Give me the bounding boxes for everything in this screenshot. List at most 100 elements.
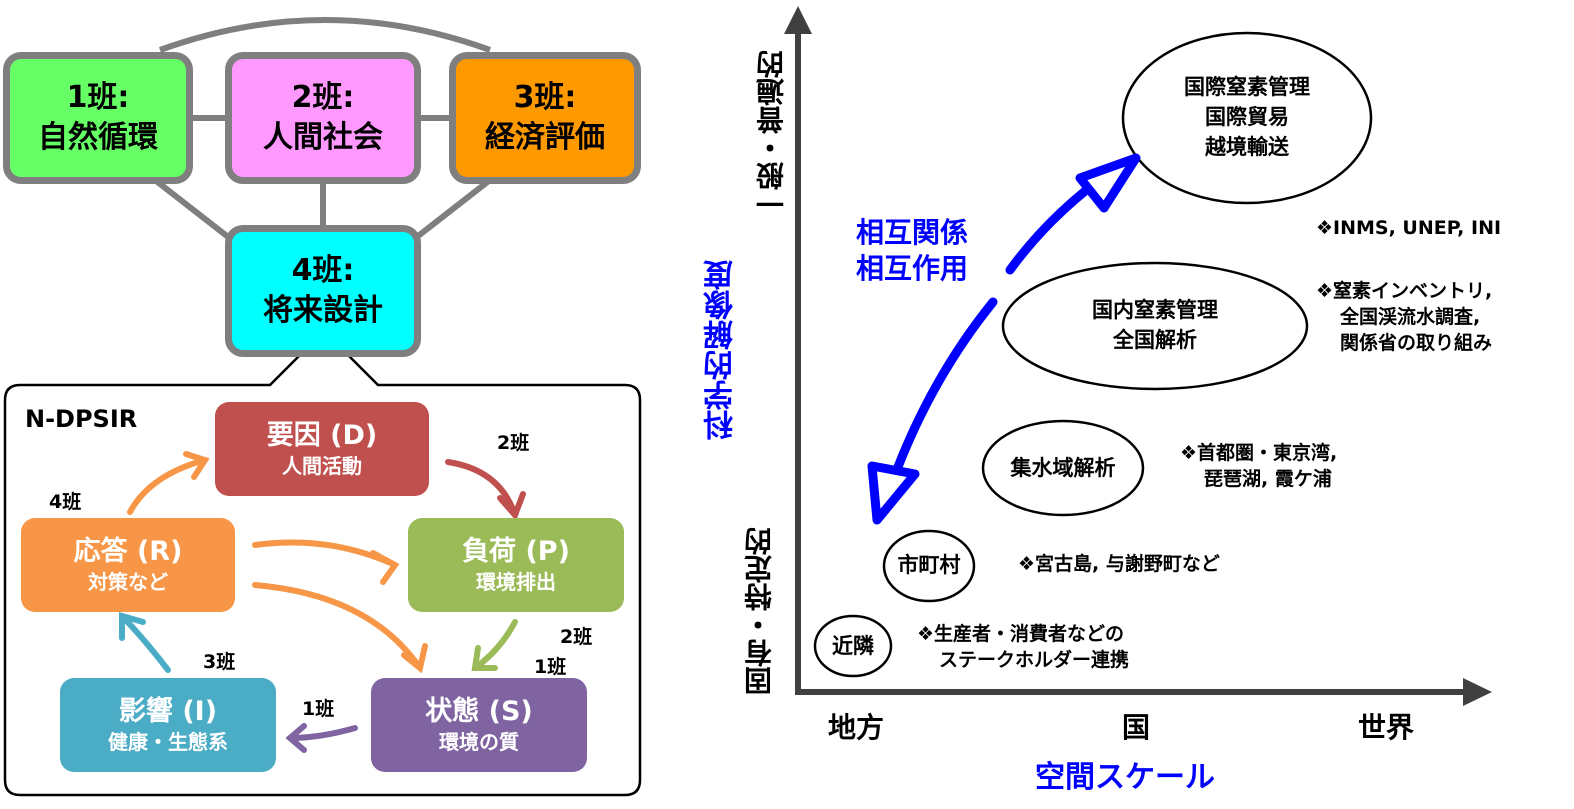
interaction-arrow — [867, 153, 1141, 525]
pressure-title: 負荷 (P) — [462, 536, 570, 567]
ellipse-text-international: 国際窒素管理 国際貿易 越境輸送 — [1147, 72, 1347, 162]
note-international: ❖INMS, UNEP, INI — [1316, 215, 1501, 241]
arrow-p-to-s-head — [471, 645, 498, 671]
interaction-label-line1: 相互関係 — [856, 216, 969, 249]
impact-subtitle: 健康・生態系 — [108, 730, 228, 754]
team-1-number: 1班: — [66, 80, 130, 115]
ellipse-municipal — [882, 529, 976, 603]
note-watershed-line2: 琵琶湖, 霞ケ浦 — [1204, 468, 1332, 490]
note-national-line3: 関係省の取り組み — [1340, 332, 1493, 354]
pressure-subtitle: 環境排出 — [476, 570, 556, 594]
note-national: ❖窒素インベントリ, 全国渓流水調査, 関係省の取り組み — [1316, 278, 1492, 356]
ellipse-neighborhood — [813, 614, 893, 678]
ellipse-municipal-line1: 市町村 — [897, 553, 961, 577]
arrow-d-to-p — [445, 459, 518, 518]
interaction-label: 相互関係 相互作用 — [856, 215, 968, 287]
x-tick-world: 世界 — [1358, 711, 1415, 744]
note-watershed: ❖首都圏・東京湾, 琵琶湖, 霞ケ浦 — [1180, 440, 1337, 492]
dpsir-box-driver: 要因 (D) 人間活動 — [215, 402, 429, 496]
ellipse-international-line1: 国際窒素管理 — [1184, 75, 1310, 99]
team-box-2: 2班: 人間社会 — [225, 52, 421, 184]
arrow-r-to-d-head — [183, 451, 210, 480]
label-r-to-s: 1班 — [534, 656, 567, 678]
team-box-1: 1班: 自然循環 — [3, 52, 193, 184]
ellipse-watershed-line1: 集水域解析 — [1010, 456, 1116, 480]
dpsir-box-response: 応答 (R) 対策など — [21, 518, 235, 612]
label-p-to-s: 2班 — [560, 626, 593, 648]
arrow-r-to-d — [127, 457, 208, 515]
interaction-label-line2: 相互作用 — [856, 252, 969, 285]
y-axis-top-label: 一般・普遍的 — [755, 50, 788, 218]
note-neighborhood-line2: ステークホルダー連携 — [939, 649, 1130, 671]
x-axis-arrowhead — [1463, 678, 1492, 706]
team-3-number: 3班: — [513, 80, 577, 115]
arrow-s-to-i-head — [285, 723, 307, 753]
team-2-name: 人間社会 — [263, 120, 383, 155]
note-municipal-line1: ❖宮古島, 与謝野町など — [1018, 553, 1220, 575]
dpsir-title: N-DPSIR — [25, 405, 138, 433]
label-s-to-i: 1班 — [302, 698, 335, 720]
ellipse-international — [1121, 31, 1373, 205]
ellipse-text-neighborhood: 近隣 — [815, 631, 891, 661]
note-neighborhood-line1: ❖生産者・消費者などの — [917, 623, 1125, 645]
state-title: 状態 (S) — [425, 696, 533, 727]
label-i-to-r: 3班 — [203, 651, 236, 673]
y-axis-bottom-label: 固有・特定的 — [743, 527, 776, 695]
ellipse-watershed — [981, 419, 1145, 517]
ellipse-international-line3: 越境輸送 — [1205, 135, 1289, 159]
connector-1-4 — [153, 177, 234, 243]
team-box-3: 3班: 経済評価 — [449, 52, 641, 184]
x-axis-title: 空間スケール — [1035, 760, 1215, 795]
axes — [784, 6, 1492, 706]
ellipse-national-line1: 国内窒素管理 — [1092, 298, 1218, 322]
interaction-arrow-head-down — [867, 461, 920, 525]
ellipse-national — [1001, 261, 1309, 391]
note-international-line1: ❖INMS, UNEP, INI — [1316, 217, 1502, 239]
arrow-d-to-p-head — [497, 491, 526, 521]
response-title: 応答 (R) — [73, 536, 183, 567]
y-axis-title: 科学的解像度 — [704, 260, 739, 440]
ellipse-national-line2: 全国解析 — [1113, 328, 1197, 352]
note-neighborhood: ❖生産者・消費者などの ステークホルダー連携 — [917, 621, 1129, 673]
ellipse-international-line2: 国際貿易 — [1205, 105, 1289, 129]
dpsir-box-state: 状態 (S) 環境の質 — [371, 678, 587, 772]
dpsir-box-pressure: 負荷 (P) 環境排出 — [408, 518, 624, 612]
response-subtitle: 対策など — [88, 570, 168, 594]
connector-3-4 — [411, 177, 492, 243]
team-4-name: 将来設計 — [263, 293, 383, 328]
note-municipal: ❖宮古島, 与謝野町など — [1018, 551, 1220, 577]
arrow-p-to-s — [472, 619, 518, 671]
driver-title: 要因 (D) — [266, 420, 378, 451]
ellipse-text-watershed: 集水域解析 — [983, 453, 1143, 483]
connector-1-3-arc — [158, 17, 492, 53]
label-d-to-p: 2班 — [497, 432, 530, 454]
interaction-arrow-head-up — [1075, 153, 1141, 213]
arrow-i-to-r-head — [119, 612, 146, 641]
ellipses — [813, 31, 1373, 678]
arrow-r-to-s-head — [401, 643, 428, 674]
arrow-r-to-s — [252, 582, 423, 671]
team-connectors — [153, 17, 492, 243]
ellipse-neighborhood-line1: 近隣 — [832, 634, 874, 658]
note-national-line2: 全国渓流水調査, — [1340, 306, 1481, 328]
dpsir-box-impact: 影響 (I) 健康・生態系 — [60, 678, 276, 772]
driver-subtitle: 人間活動 — [282, 454, 362, 478]
arrow-i-to-r — [119, 613, 171, 673]
ellipse-text-national: 国内窒素管理 全国解析 — [1055, 295, 1255, 355]
interaction-arrow-curve-lower — [888, 297, 998, 485]
ellipse-text-municipal: 市町村 — [884, 550, 974, 580]
arrow-s-to-i — [287, 725, 358, 741]
team-box-4: 4班: 将来設計 — [225, 225, 421, 357]
arrow-r-to-p-head — [370, 550, 400, 585]
team-3-name: 経済評価 — [485, 120, 605, 155]
x-tick-local: 地方 — [828, 711, 885, 744]
team-2-number: 2班: — [291, 80, 355, 115]
state-subtitle: 環境の質 — [439, 730, 519, 754]
team-1-name: 自然循環 — [38, 120, 158, 155]
label-r-to-d: 4班 — [49, 491, 82, 513]
note-national-line1: ❖窒素インベントリ, — [1316, 280, 1493, 302]
y-axis-arrowhead — [784, 6, 812, 34]
team-4-number: 4班: — [291, 253, 355, 288]
note-watershed-line1: ❖首都圏・東京湾, — [1180, 442, 1338, 464]
x-tick-national: 国 — [1122, 711, 1151, 744]
